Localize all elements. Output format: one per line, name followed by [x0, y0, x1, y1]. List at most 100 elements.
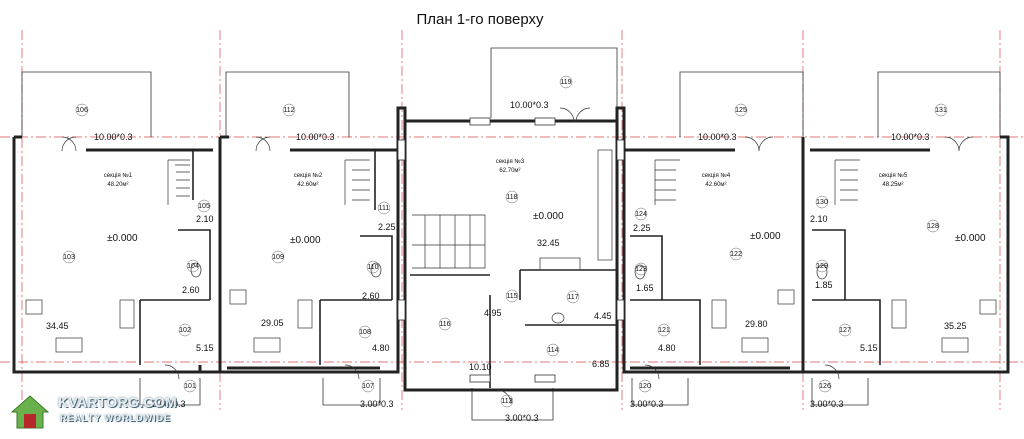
- room-number-bubble: 114: [546, 343, 560, 357]
- room-number-bubble: 113: [500, 394, 514, 408]
- room-number-bubble: 108: [358, 325, 372, 339]
- room-number-bubble: 102: [178, 323, 192, 337]
- room-number: 131: [935, 107, 947, 114]
- section-label: секція №2: [294, 172, 323, 179]
- room-number-bubble: 101: [183, 379, 197, 393]
- level-mark: ±0.000: [290, 235, 321, 246]
- room-area: 2.10: [810, 214, 828, 224]
- room-number-bubble: 123: [634, 262, 648, 276]
- room-number-bubble: 127: [838, 323, 852, 337]
- room-number: 110: [367, 264, 378, 271]
- house-logo-icon: [10, 395, 50, 429]
- room-number-bubble: 121: [657, 323, 671, 337]
- room-area: 1.85: [815, 280, 833, 290]
- plan-title: План 1-го поверху: [416, 11, 544, 28]
- section-area: 42.60м²: [297, 182, 318, 188]
- room-number: 130: [816, 199, 828, 206]
- room-number-bubble: 116: [438, 317, 452, 331]
- fixtures: [25, 149, 997, 353]
- room-number: 123: [635, 266, 647, 273]
- room-number-bubble: 126: [818, 379, 832, 393]
- room-number: 108: [359, 329, 371, 336]
- room-number: 105: [198, 203, 210, 210]
- room-area: 5.15: [196, 343, 214, 353]
- terraces: [21, 47, 1001, 137]
- porch-dimension: 3.00*0.3: [152, 399, 186, 409]
- room-number: 102: [179, 327, 191, 334]
- room-number-bubble: 124: [634, 207, 648, 221]
- room-number-bubble: 104: [186, 259, 200, 273]
- room-area: 6.85: [592, 359, 610, 369]
- watermark: KVARTORG.COM REALTY WORLDWIDE: [8, 392, 178, 430]
- windows: [397, 117, 625, 383]
- room-number-bubble: 120: [638, 379, 652, 393]
- room-number: 125: [735, 107, 747, 114]
- terrace-dimension: 10.00*0.3: [510, 100, 549, 110]
- room-number: 128: [927, 223, 939, 230]
- level-marks: ±0.000 ±0.000 ±0.000 ±0.000 ±0.000: [107, 211, 986, 246]
- room-number: 121: [658, 327, 670, 334]
- room-area: 5.15: [860, 343, 878, 353]
- section-area: 42.60м²: [705, 182, 726, 188]
- room-areas: 2.10 2.25 32.45 2.25 2.10 2.60 2.60 1.65…: [46, 214, 967, 372]
- porch-dimensions: 3.00*0.3 3.00*0.3 3.00*0.3 3.00*0.3 3.00…: [152, 399, 844, 423]
- room-number: 114: [547, 347, 558, 354]
- room-area: 4.80: [658, 343, 676, 353]
- room-number-bubble: 119: [559, 75, 573, 89]
- room-number-bubble: 128: [926, 219, 940, 233]
- room-area: 32.45: [537, 238, 560, 248]
- watermark-title: KVARTORG.COM: [58, 394, 177, 410]
- room-number: 112: [283, 107, 294, 114]
- level-mark: ±0.000: [533, 211, 564, 222]
- section-label: секція №1: [104, 172, 133, 179]
- room-number-bubble: 122: [729, 247, 743, 261]
- section-area: 62.70м²: [499, 168, 520, 174]
- level-mark: ±0.000: [750, 231, 781, 242]
- level-mark: ±0.000: [107, 233, 138, 244]
- room-number: 117: [567, 294, 578, 301]
- room-numbers: 106 112 119 125 131 105 111 118 124 130 …: [62, 75, 948, 408]
- porch-dimension: 3.00*0.3: [810, 399, 844, 409]
- room-area: 2.60: [362, 291, 380, 301]
- room-number: 127: [839, 327, 851, 334]
- room-number: 126: [819, 383, 831, 390]
- room-number: 124: [635, 211, 647, 218]
- room-area: 2.25: [633, 223, 651, 233]
- stairs: [167, 159, 860, 269]
- room-area: 1.65: [636, 283, 654, 293]
- room-number-bubble: 110: [366, 260, 380, 274]
- room-number: 101: [184, 383, 196, 390]
- room-number-bubble: 130: [815, 195, 829, 209]
- room-number: 122: [730, 251, 742, 258]
- porches: [139, 378, 869, 421]
- room-number-bubble: 112: [282, 103, 296, 117]
- terrace-dimension: 10.00*0.3: [891, 132, 930, 142]
- room-number-bubble: 107: [361, 379, 375, 393]
- room-number-bubble: 105: [197, 199, 211, 213]
- room-number-bubble: 125: [734, 103, 748, 117]
- room-number: 129: [816, 263, 828, 270]
- section-labels: секція №1 48.20м² секція №2 42.60м² секц…: [104, 158, 908, 188]
- watermark-subtitle: REALTY WORLDWIDE: [60, 413, 172, 423]
- terrace-dimensions: 10.00*0.3 10.00*0.3 10.00*0.3 10.00*0.3 …: [94, 100, 930, 142]
- porch-dimension: 3.00*0.3: [630, 399, 664, 409]
- section-label: секція №4: [702, 172, 731, 179]
- section-area: 48.20м²: [107, 182, 128, 188]
- room-area: 10.10: [469, 362, 492, 372]
- room-number-bubble: 109: [271, 250, 285, 264]
- room-number: 103: [63, 254, 75, 261]
- room-number: 118: [506, 194, 517, 201]
- room-number-bubble: 111: [377, 201, 391, 215]
- terrace-dimension: 10.00*0.3: [94, 132, 133, 142]
- porch-dimension: 3.00*0.3: [360, 399, 394, 409]
- room-number: 119: [560, 79, 571, 86]
- room-number: 106: [76, 107, 88, 114]
- doors: [61, 107, 974, 405]
- room-area: 4.80: [372, 343, 390, 353]
- room-number: 107: [362, 383, 374, 390]
- room-number-bubble: 106: [75, 103, 89, 117]
- room-number: 111: [379, 205, 390, 212]
- room-area: 29.80: [745, 319, 768, 329]
- room-number-bubble: 115: [505, 289, 519, 303]
